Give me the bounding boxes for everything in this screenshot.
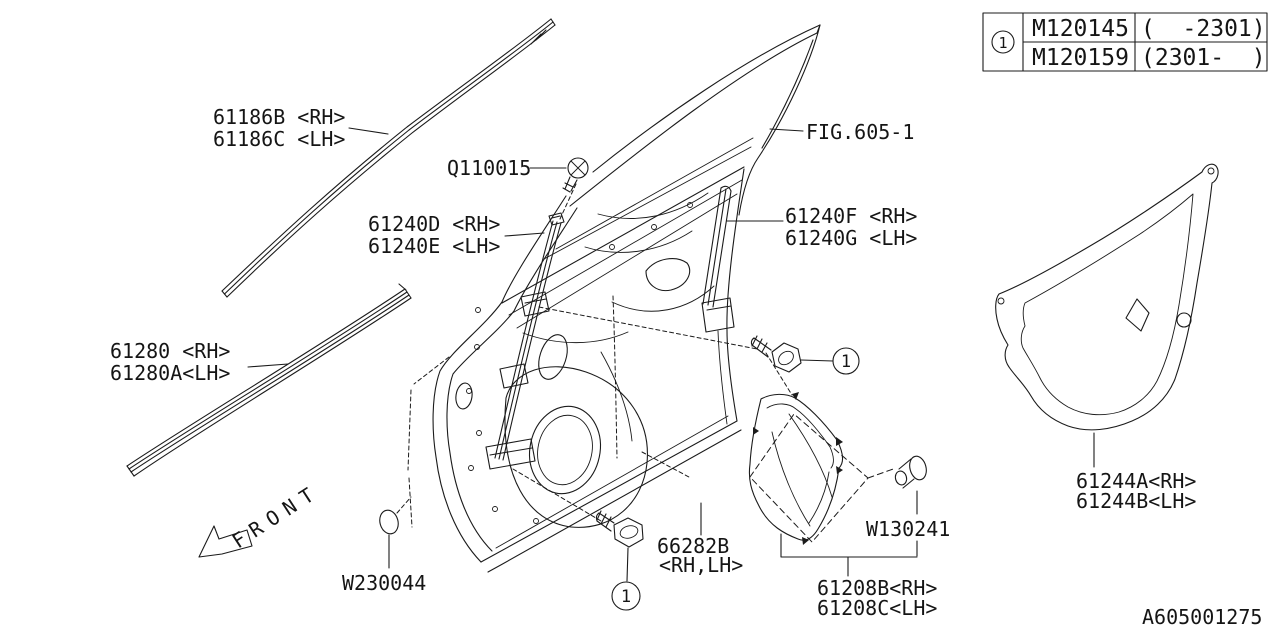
label-61240e: 61240E <LH> [368,234,500,258]
label-61186-rh: 61186B <RH> [213,105,345,129]
ref-table-marker: 1 [998,34,1007,52]
label-61244b: 61244B<LH> [1076,489,1196,513]
ref-table: 1 M120145 ( -2301) M120159 (2301- ) [982,12,1268,72]
front-sash-drawing [485,212,565,470]
label-w130241: W130241 [866,517,950,541]
callout-marker-lower: 1 [611,581,641,611]
label-61280-rh: 61280 <RH> [110,339,230,363]
label-61240d: 61240D <RH> [368,212,500,236]
label-61280-lh: 61280A<LH> [110,361,230,385]
ref-table-range-1: ( -2301) [1141,16,1266,42]
label-66282b: 66282B [657,534,729,558]
label-66282b-side: <RH,LH> [659,553,743,577]
sealing-cover-front-drawing [748,392,897,545]
part-labels: 61186B <RH> 61186C <LH> Q110015 61240D <… [110,105,1262,629]
sealing-cover-rear-drawing [995,163,1219,431]
ref-table-part-2: M120159 [1032,45,1129,71]
door-glass-drawing [569,24,821,216]
leader-lines [247,127,1095,582]
plug-drawing [379,509,399,535]
label-61208b: 61208B<RH> [817,576,937,600]
screw-drawing [562,157,589,193]
door-panel-drawing [396,137,793,573]
front-label: FRONT [228,478,325,553]
label-fig-605-1: FIG.605-1 [806,120,914,144]
front-arrow-icon [198,525,253,558]
label-61244a: 61244A<RH> [1076,469,1196,493]
bolt-lower-drawing [595,510,644,548]
clip-drawing [894,455,927,489]
label-61186-lh: 61186C <LH> [213,127,345,151]
label-w230044: W230044 [342,571,426,595]
rear-sash-drawing [701,185,735,333]
drawing-code: A605001275 [1142,605,1262,629]
label-q110015: Q110015 [447,156,531,180]
belt-molding-drawing [221,18,556,298]
ref-table-range-2: (2301- ) [1141,45,1266,71]
bolt-upper-drawing [750,335,802,373]
label-61240g: 61240G <LH> [785,226,917,250]
callout-marker-upper: 1 [832,347,860,375]
callout-marker-text: 1 [841,352,851,372]
front-direction: FRONT [198,478,325,558]
label-61208c: 61208C<LH> [817,596,937,620]
callout-marker-text: 1 [621,587,631,607]
label-61240f: 61240F <RH> [785,204,917,228]
ref-table-part-1: M120145 [1032,16,1129,42]
weatherstrip-drawing [126,283,412,477]
